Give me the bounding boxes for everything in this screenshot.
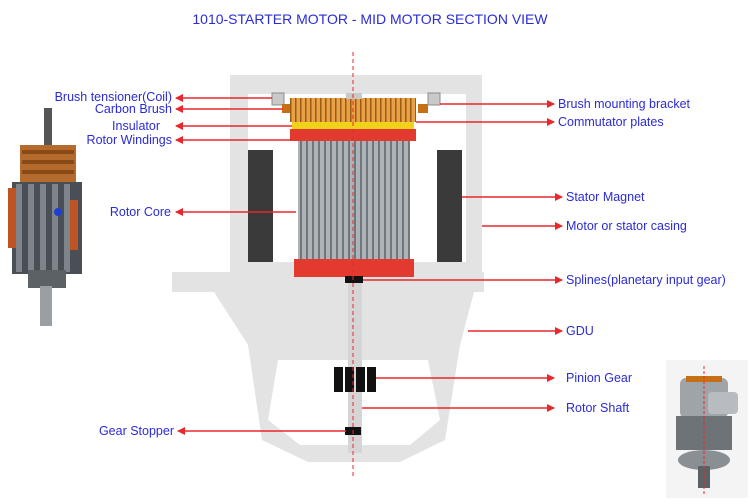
splines	[345, 276, 363, 283]
carbon-brush-right	[418, 104, 428, 113]
brush-bracket-top	[346, 93, 362, 99]
starter-motor-photo-icon	[666, 360, 748, 498]
brush-tensioner-right	[427, 92, 441, 106]
label-insulator: Insulator	[112, 119, 160, 133]
pinion-gear	[334, 367, 376, 392]
label-carbon-brush: Carbon Brush	[95, 102, 172, 116]
rotor-windings-bottom	[294, 259, 414, 277]
rotor-windings-top	[290, 129, 416, 141]
label-stator-magnet: Stator Magnet	[566, 190, 645, 204]
brush-tensioner-left	[271, 92, 285, 106]
armature-photo-icon	[8, 108, 82, 326]
label-brush-mounting-bracket: Brush mounting bracket	[558, 97, 691, 111]
stator-magnet-right	[437, 150, 462, 262]
label-pinion-gear: Pinion Gear	[566, 371, 632, 385]
rotor-shaft	[348, 277, 362, 453]
label-motor-casing: Motor or stator casing	[566, 219, 687, 233]
label-rotor-shaft: Rotor Shaft	[566, 401, 630, 415]
label-splines: Splines(planetary input gear)	[566, 273, 726, 287]
rotor-core	[298, 141, 410, 259]
label-gdu: GDU	[566, 324, 594, 338]
carbon-brush-left	[282, 104, 292, 113]
label-gear-stopper: Gear Stopper	[99, 424, 174, 438]
diagram-title: 1010-STARTER MOTOR - MID MOTOR SECTION V…	[192, 11, 548, 27]
stator-magnet-left	[248, 150, 273, 262]
label-commutator-plates: Commutator plates	[558, 115, 664, 129]
label-brush-tensioner: Brush tensioner(Coil)	[55, 90, 172, 104]
label-rotor-windings: Rotor Windings	[87, 133, 172, 147]
label-rotor-core: Rotor Core	[110, 205, 171, 219]
